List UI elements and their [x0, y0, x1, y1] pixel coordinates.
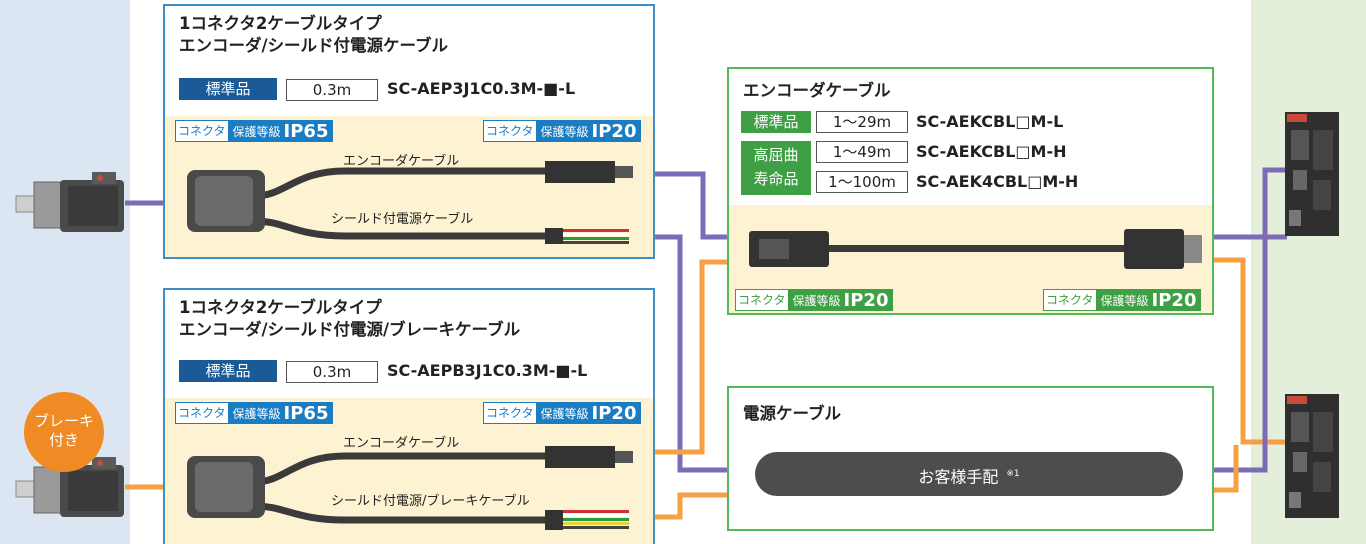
panel-1connector-brake: 1コネクタ2ケーブルタイプ エンコーダ/シールド付電源/ブレーキケーブル 標準品…	[163, 288, 655, 544]
ip-rating: IP65	[283, 402, 329, 424]
protection-label: 保護等級	[792, 293, 841, 308]
servo-motor-brake-icon	[15, 457, 124, 517]
connector-label: コネクタ	[175, 120, 229, 142]
power-panel-title: 電源ケーブル	[743, 404, 842, 423]
panel-encoder-cable: エンコーダケーブル 標準品 1～29m SC-AEKCBL□M-L 高屈曲 寿命…	[727, 67, 1214, 315]
footnote-mark: ※1	[1006, 469, 1020, 479]
standard-tag: 標準品	[179, 78, 277, 100]
wire-p2-power	[654, 492, 727, 520]
encoder-cable-label: エンコーダケーブル	[343, 436, 460, 451]
panel-title-line1: 1コネクタ2ケーブルタイプ	[179, 298, 382, 317]
connector-label: コネクタ	[1043, 289, 1097, 311]
cable-drawing-icon	[187, 161, 633, 244]
panel-title-line2: エンコーダ/シールド付電源/ブレーキケーブル	[179, 320, 521, 339]
ip-rating: IP20	[1151, 289, 1197, 311]
connector-label: コネクタ	[483, 402, 537, 424]
servo-motor-icon	[15, 172, 124, 232]
protection-label: 保護等級	[232, 406, 281, 421]
length-box: 0.3m	[286, 79, 378, 101]
wire-p1-power	[654, 234, 727, 473]
customer-arrange-label: お客様手配	[918, 467, 999, 487]
standard-tag: 標準品	[179, 360, 277, 382]
protection-label: 保護等級	[540, 406, 589, 421]
length-box: 1～49m	[816, 141, 908, 163]
brake-line1: ブレーキ	[33, 412, 94, 430]
length-box: 0.3m	[286, 361, 378, 383]
high-flex-tag: 高屈曲 寿命品	[741, 141, 811, 195]
model-number: SC-AEKCBL□M-L	[916, 112, 1064, 131]
panel-title-line1: 1コネクタ2ケーブルタイプ	[179, 14, 382, 33]
panel-power-cable: 電源ケーブル お客様手配 ※1	[727, 386, 1214, 531]
high-flex-line1: 高屈曲	[753, 146, 799, 164]
wire-enc-amp1	[1213, 167, 1287, 240]
wire-p1-encoder	[654, 171, 727, 240]
model-number: SC-AEP3J1C0.3M-■-L	[387, 79, 576, 98]
protection-label: 保護等級	[540, 124, 589, 139]
connector-label: コネクタ	[735, 289, 789, 311]
brake-line2: 付き	[48, 431, 79, 449]
wire-pow-amp2	[1213, 445, 1239, 493]
ip-rating: IP20	[843, 289, 889, 311]
wire-pow-amp1	[1213, 234, 1287, 473]
protection-label: 保護等級	[232, 124, 281, 139]
wire-enc-amp2	[1213, 257, 1287, 445]
panel-title-line2: エンコーダ/シールド付電源ケーブル	[179, 36, 449, 55]
connector-label: コネクタ	[175, 402, 229, 424]
wire-p2-encoder	[654, 259, 727, 455]
model-number: SC-AEPB3J1C0.3M-■-L	[387, 361, 588, 380]
connector-label: コネクタ	[483, 120, 537, 142]
power-cable-label: シールド付電源ケーブル	[331, 212, 474, 227]
model-number: SC-AEK4CBL□M-H	[916, 172, 1079, 191]
cable-drawing-icon	[187, 446, 633, 530]
high-flex-line2: 寿命品	[753, 170, 799, 188]
servo-amplifier-2-icon	[1285, 394, 1339, 518]
power-brake-cable-label: シールド付電源/ブレーキケーブル	[331, 494, 530, 509]
encoder-panel-title: エンコーダケーブル	[743, 81, 891, 100]
servo-amplifier-icon	[1285, 112, 1339, 236]
encoder-cable-drawing-icon	[749, 229, 1202, 269]
length-box: 1～29m	[816, 111, 908, 133]
length-box: 1～100m	[816, 171, 908, 193]
customer-arrange-button[interactable]: お客様手配 ※1	[755, 452, 1183, 496]
standard-tag: 標準品	[741, 111, 811, 133]
encoder-cable-label: エンコーダケーブル	[343, 154, 460, 169]
panel-1connector-power: 1コネクタ2ケーブルタイプ エンコーダ/シールド付電源ケーブル 標準品 0.3m…	[163, 4, 655, 259]
model-number: SC-AEKCBL□M-H	[916, 142, 1067, 161]
brake-badge: ブレーキ 付き	[24, 392, 104, 472]
ip-rating: IP20	[591, 120, 637, 142]
ip-rating: IP20	[591, 402, 637, 424]
protection-label: 保護等級	[1100, 293, 1149, 308]
ip-rating: IP65	[283, 120, 329, 142]
